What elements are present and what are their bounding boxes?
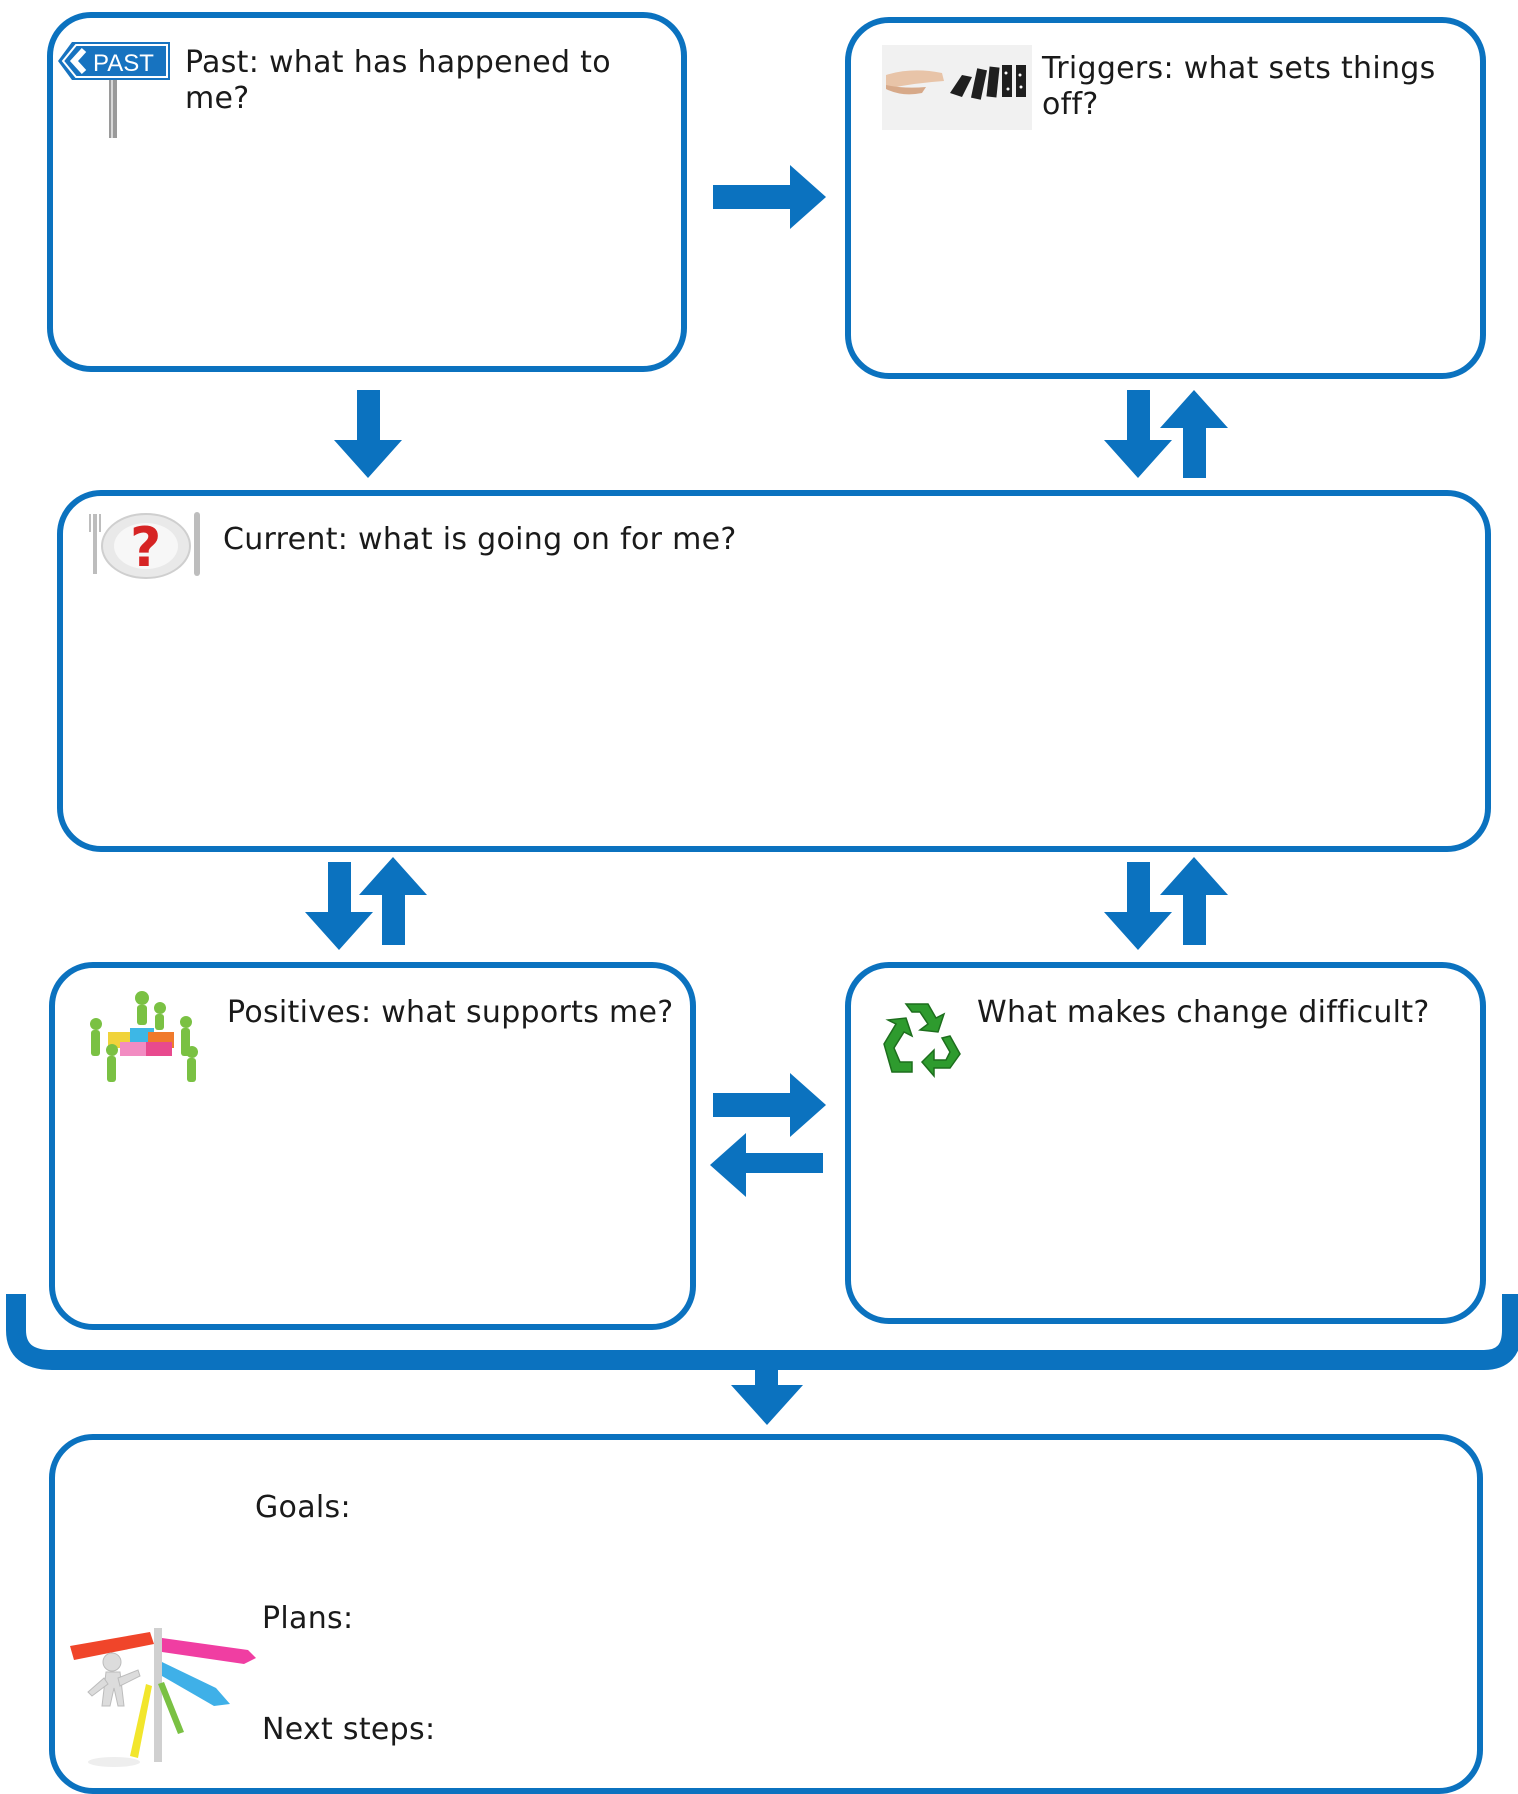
past-sign-text: PAST [93, 50, 154, 77]
arrow-up-current-to-triggers [1160, 390, 1228, 478]
team-puzzle-icon [90, 991, 198, 1082]
arrow-down-past-to-current [334, 390, 402, 478]
next-steps-label: Next steps: [262, 1712, 436, 1747]
positives-box-title: Positives: what supports me? [227, 995, 674, 1030]
arrow-down-triggers-to-current [1104, 390, 1172, 478]
merge-bracket [6, 1294, 1518, 1370]
arrow-down-to-plan [731, 1358, 803, 1425]
change-box-title: What makes change difficult? [977, 995, 1430, 1030]
arrow-down-current-to-positives [305, 862, 373, 950]
triggers-box-title: Triggers: what sets things off? [1042, 51, 1436, 122]
plans-label: Plans: [262, 1601, 354, 1636]
arrow-up-change-to-current [1160, 857, 1228, 945]
plan-box: Goals: Plans: Next steps: [49, 1434, 1483, 1794]
arrow-right-past-to-triggers [713, 165, 826, 229]
past-signpost-icon: PAST [58, 42, 170, 138]
goals-label: Goals: [255, 1490, 351, 1525]
change-box: What makes change difficult? [845, 962, 1486, 1324]
signpost-person-icon [70, 1628, 256, 1767]
arrow-down-current-to-change [1104, 862, 1172, 950]
arrow-left-change-to-positives [710, 1133, 823, 1197]
past-box-title: Past: what has happened to me? [185, 45, 611, 116]
svg-text:?: ? [130, 516, 161, 579]
arrow-right-positives-to-change [713, 1073, 826, 1137]
dominoes-icon [882, 45, 1032, 130]
recycle-icon [883, 1003, 961, 1078]
question-plate-icon: ? [89, 512, 200, 579]
triggers-box: Triggers: what sets things off? [845, 17, 1486, 379]
current-box-title: Current: what is going on for me? [223, 522, 737, 557]
arrow-up-positives-to-current [359, 857, 427, 945]
current-box: Current: what is going on for me? [57, 490, 1491, 852]
